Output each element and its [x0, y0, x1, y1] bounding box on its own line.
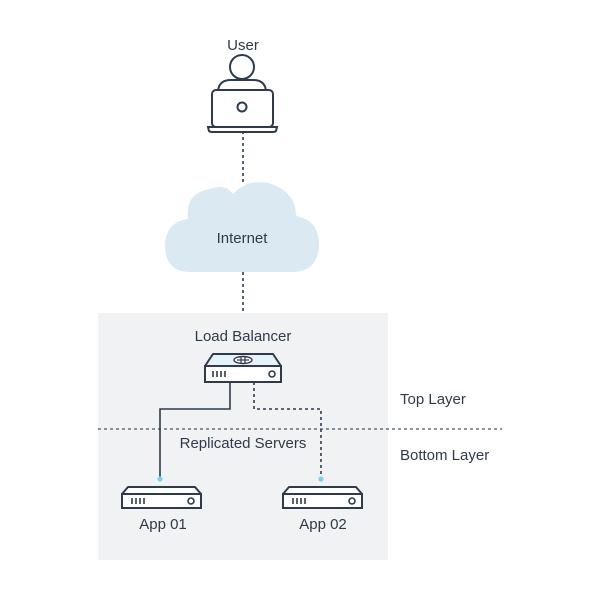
internet-label: Internet [217, 230, 269, 247]
top-layer-label: Top Layer [400, 391, 466, 408]
app01-port-dot [157, 476, 163, 482]
load-balancer-label: Load Balancer [195, 328, 292, 345]
app01-server-icon [121, 486, 202, 509]
user-icon [206, 54, 279, 133]
app02-server-icon [282, 486, 363, 509]
load-balancer-icon [204, 353, 282, 383]
lb-app02-link [253, 382, 322, 477]
user-label: User [227, 37, 259, 54]
bottom-layer-label: Bottom Layer [400, 447, 489, 464]
app01-label: App 01 [139, 516, 187, 533]
cloud-icon [165, 182, 319, 272]
lb-app01-link [159, 382, 231, 477]
replicated-servers-label: Replicated Servers [180, 435, 307, 452]
app02-port-dot [318, 476, 324, 482]
app02-label: App 02 [299, 516, 347, 533]
